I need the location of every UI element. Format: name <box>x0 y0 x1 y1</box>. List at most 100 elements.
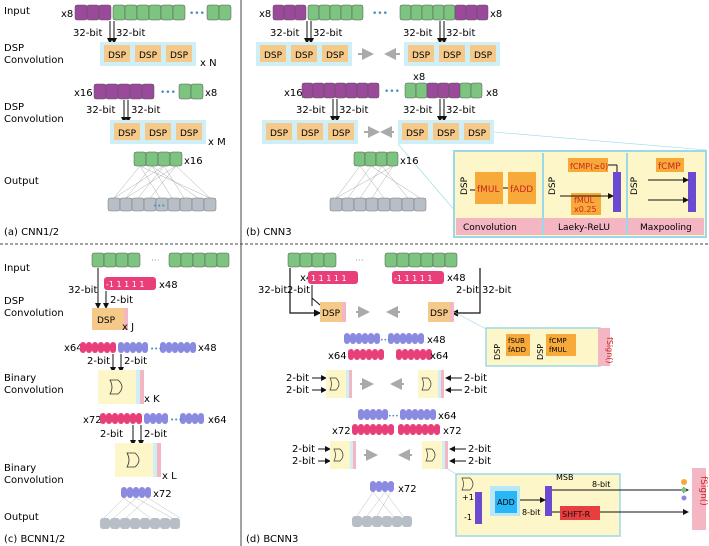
xnor-gate-icon <box>421 377 432 391</box>
c-dsp <box>92 308 124 330</box>
svg-text:DSP: DSP <box>412 51 431 61</box>
xnor-gate-icon <box>109 379 123 395</box>
weight-block-pink <box>104 277 156 290</box>
caption-a: (a) CNN1/2 <box>4 227 59 238</box>
caption-d: (d) BCNN3 <box>246 534 298 545</box>
label-x8: x8 <box>61 9 73 20</box>
svg-text:x64: x64 <box>328 351 347 362</box>
svg-text:Maxpooling: Maxpooling <box>640 223 692 233</box>
svg-text:x8: x8 <box>486 88 498 99</box>
c-bin1-pink <box>80 342 116 353</box>
svg-text:DSP: DSP <box>474 51 493 61</box>
label-input: Input <box>4 6 30 17</box>
svg-text:DSP: DSP <box>270 129 289 139</box>
d-bin1-row <box>344 333 432 360</box>
svg-text:DSP: DSP <box>322 309 341 319</box>
svg-text:DSP: DSP <box>139 51 158 61</box>
svg-text:fADD: fADD <box>510 185 533 195</box>
svg-text:2-bit: 2-bit <box>292 444 315 455</box>
svg-text:x8: x8 <box>259 9 271 20</box>
d-fsign-detail: fSign() DSP fSUB fADD DSP fCMP fMUL <box>485 327 614 367</box>
svg-text:32-bit: 32-bit <box>131 105 160 116</box>
d-binary-conv-1-right <box>418 370 438 398</box>
svg-text:8-bit: 8-bit <box>522 508 540 517</box>
svg-text:DSP: DSP <box>460 176 470 195</box>
xnor-gate-icon <box>126 452 140 468</box>
output-network-b <box>329 151 427 212</box>
svg-text:···: ··· <box>355 256 364 266</box>
label-x8: x8 <box>205 88 217 99</box>
c-binary-conv-2 <box>115 443 153 477</box>
svg-text:2-bit: 2-bit <box>144 429 167 440</box>
svg-text:-1: -1 <box>464 513 472 522</box>
svg-text:DSP: DSP <box>493 344 502 360</box>
dsp-detail-cnn: Convolution Laeky-ReLU Maxpooling DSP fM… <box>453 150 707 238</box>
svg-text:2-bit: 2-bit <box>100 429 123 440</box>
caption-b: (b) CNN3 <box>246 227 292 238</box>
d-input-blocks <box>287 252 458 268</box>
dsp-block <box>166 45 192 62</box>
svg-text:x72: x72 <box>398 484 417 495</box>
xnor-gate-icon <box>425 448 436 462</box>
svg-text:x8: x8 <box>413 72 425 83</box>
svg-text:2-bit: 2-bit <box>286 385 309 396</box>
label-32bit-a1: 32-bit <box>73 28 102 39</box>
c-binary-conv-1 <box>98 370 136 404</box>
svg-text:fMUL: fMUL <box>549 346 567 354</box>
svg-text:DSP: DSP <box>406 129 425 139</box>
svg-text:fSign(): fSign() <box>605 337 614 364</box>
c-bin1-violet <box>118 342 196 353</box>
svg-text:32-bit: 32-bit <box>403 105 432 116</box>
svg-text:x16: x16 <box>284 88 303 99</box>
svg-text:fCMP: fCMP <box>549 337 567 345</box>
svg-text:Input: Input <box>4 263 30 274</box>
conv1-purple-blocks <box>93 83 155 100</box>
svg-text:•••: ••• <box>380 337 391 344</box>
svg-text:32-bit: 32-bit <box>86 105 115 116</box>
svg-text:fSUB: fSUB <box>508 337 525 345</box>
svg-text:x48: x48 <box>198 343 217 354</box>
svg-text:DSP: DSP <box>468 129 487 139</box>
d-bin2-row <box>352 409 440 435</box>
svg-text:2-bit: 2-bit <box>468 444 491 455</box>
b-conv2-left <box>301 82 380 99</box>
svg-text:x8: x8 <box>490 9 502 20</box>
svg-text:32-bit: 32-bit <box>446 28 475 39</box>
svg-text:32-bit: 32-bit <box>68 285 97 296</box>
svg-text:MSB: MSB <box>556 473 573 482</box>
input-purple-blocks <box>74 4 112 21</box>
d-dsp-right <box>428 302 450 322</box>
svg-text:x72: x72 <box>443 426 462 437</box>
svg-text:32-bit: 32-bit <box>296 105 325 116</box>
caption-c: (c) BCNN1/2 <box>4 534 65 545</box>
b-input-right <box>399 4 489 21</box>
label-output: Output <box>4 176 39 187</box>
svg-text:x48: x48 <box>159 280 178 291</box>
xnor-gate-icon <box>329 377 340 391</box>
svg-text:32-bit: 32-bit <box>446 105 475 116</box>
svg-text:-1 1 1 1 1: -1 1 1 1 1 <box>106 280 145 289</box>
d-binary-conv-1-left <box>326 370 346 398</box>
svg-text:fMUL: fMUL <box>477 185 500 195</box>
svg-text:Laeky-ReLU: Laeky-ReLU <box>558 223 610 233</box>
svg-text:fSign(): fSign() <box>698 476 708 506</box>
svg-text:•••: ••• <box>384 87 400 97</box>
label-32bit-a2: 32-bit <box>116 28 145 39</box>
svg-text:DSP: DSP <box>170 51 189 61</box>
svg-text:x72: x72 <box>332 426 351 437</box>
svg-text:+1: +1 <box>462 493 474 502</box>
svg-text:x16: x16 <box>184 156 203 167</box>
svg-text:2-bit: 2-bit <box>286 373 309 384</box>
svg-text:2-bit: 2-bit <box>464 373 487 384</box>
svg-text:x48: x48 <box>427 335 446 346</box>
svg-text:32-bit: 32-bit <box>403 28 432 39</box>
svg-text:32-bit: 32-bit <box>270 28 299 39</box>
dots: ••• <box>160 88 176 98</box>
svg-text:x64: x64 <box>208 415 227 426</box>
